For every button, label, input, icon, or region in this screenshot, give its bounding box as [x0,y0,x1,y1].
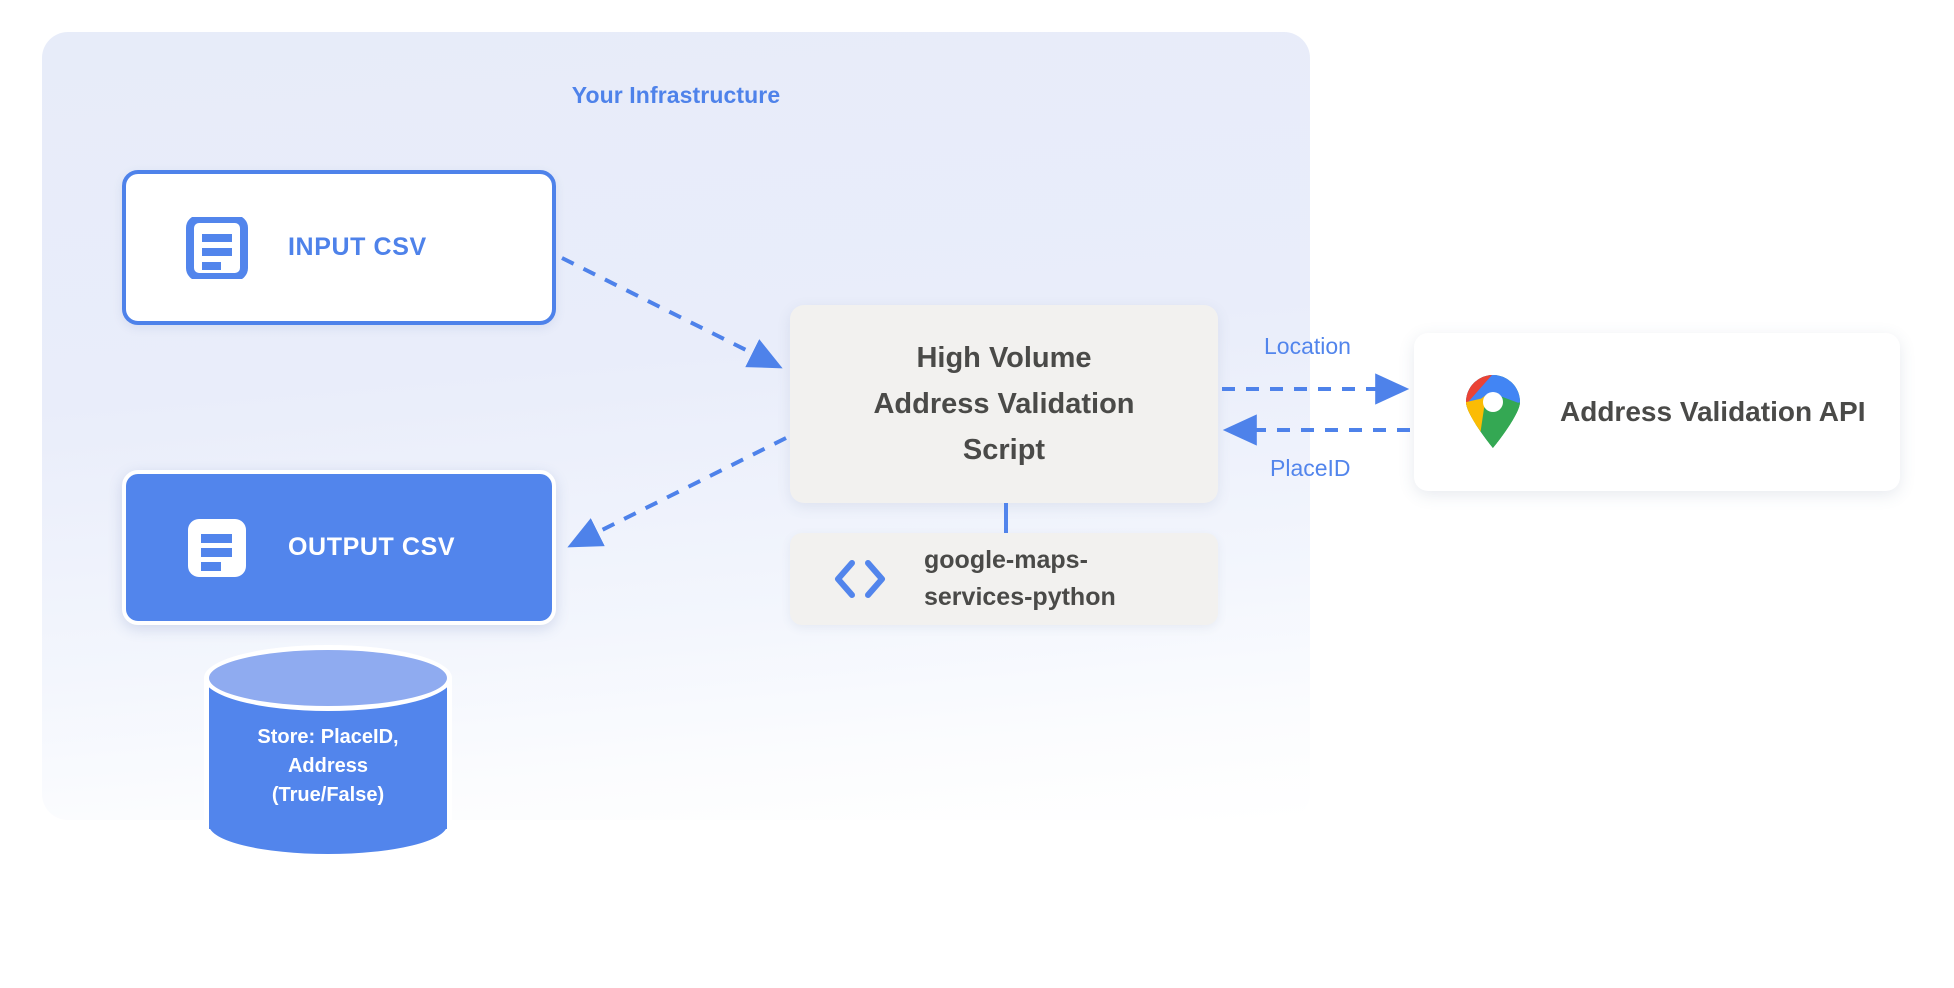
database-line-2: Address [287,755,369,777]
script-line-2: Address Validation [873,388,1135,420]
node-output-csv[interactable]: OUTPUT CSV [122,470,556,625]
node-output-csv-label: OUTPUT CSV [288,533,456,561]
edge-label-placeid: PlaceID [1270,455,1351,481]
database-line-1: Store: PlaceID, [257,726,399,748]
node-database[interactable]: Store: PlaceID, Address (True/False) [204,645,452,863]
panel-title: Your Infrastructure [571,82,781,108]
node-library[interactable]: google-maps- services-python [790,533,1218,625]
database-label: Store: PlaceID, Address (True/False) [204,723,452,810]
database-top [204,645,452,711]
library-line-1: google-maps- [924,546,1088,574]
document-icon [188,518,246,577]
document-icon [186,216,248,279]
script-line-1: High Volume [916,342,1092,374]
node-input-csv-label: INPUT CSV [288,233,427,261]
node-address-validation-api[interactable]: Address Validation API [1414,333,1900,491]
database-line-3: (True/False) [271,784,385,806]
edge-label-location: Location [1264,333,1351,359]
node-library-label: google-maps- services-python [924,542,1116,616]
script-library-connector [1004,503,1008,536]
node-input-csv[interactable]: INPUT CSV [122,170,556,325]
node-api-label: Address Validation API [1560,396,1866,427]
node-validation-script[interactable]: High Volume Address Validation Script [790,305,1218,503]
script-line-3: Script [962,434,1046,466]
google-maps-pin-icon [1466,375,1521,449]
library-line-2: services-python [924,583,1116,611]
code-brackets-icon [835,560,885,598]
